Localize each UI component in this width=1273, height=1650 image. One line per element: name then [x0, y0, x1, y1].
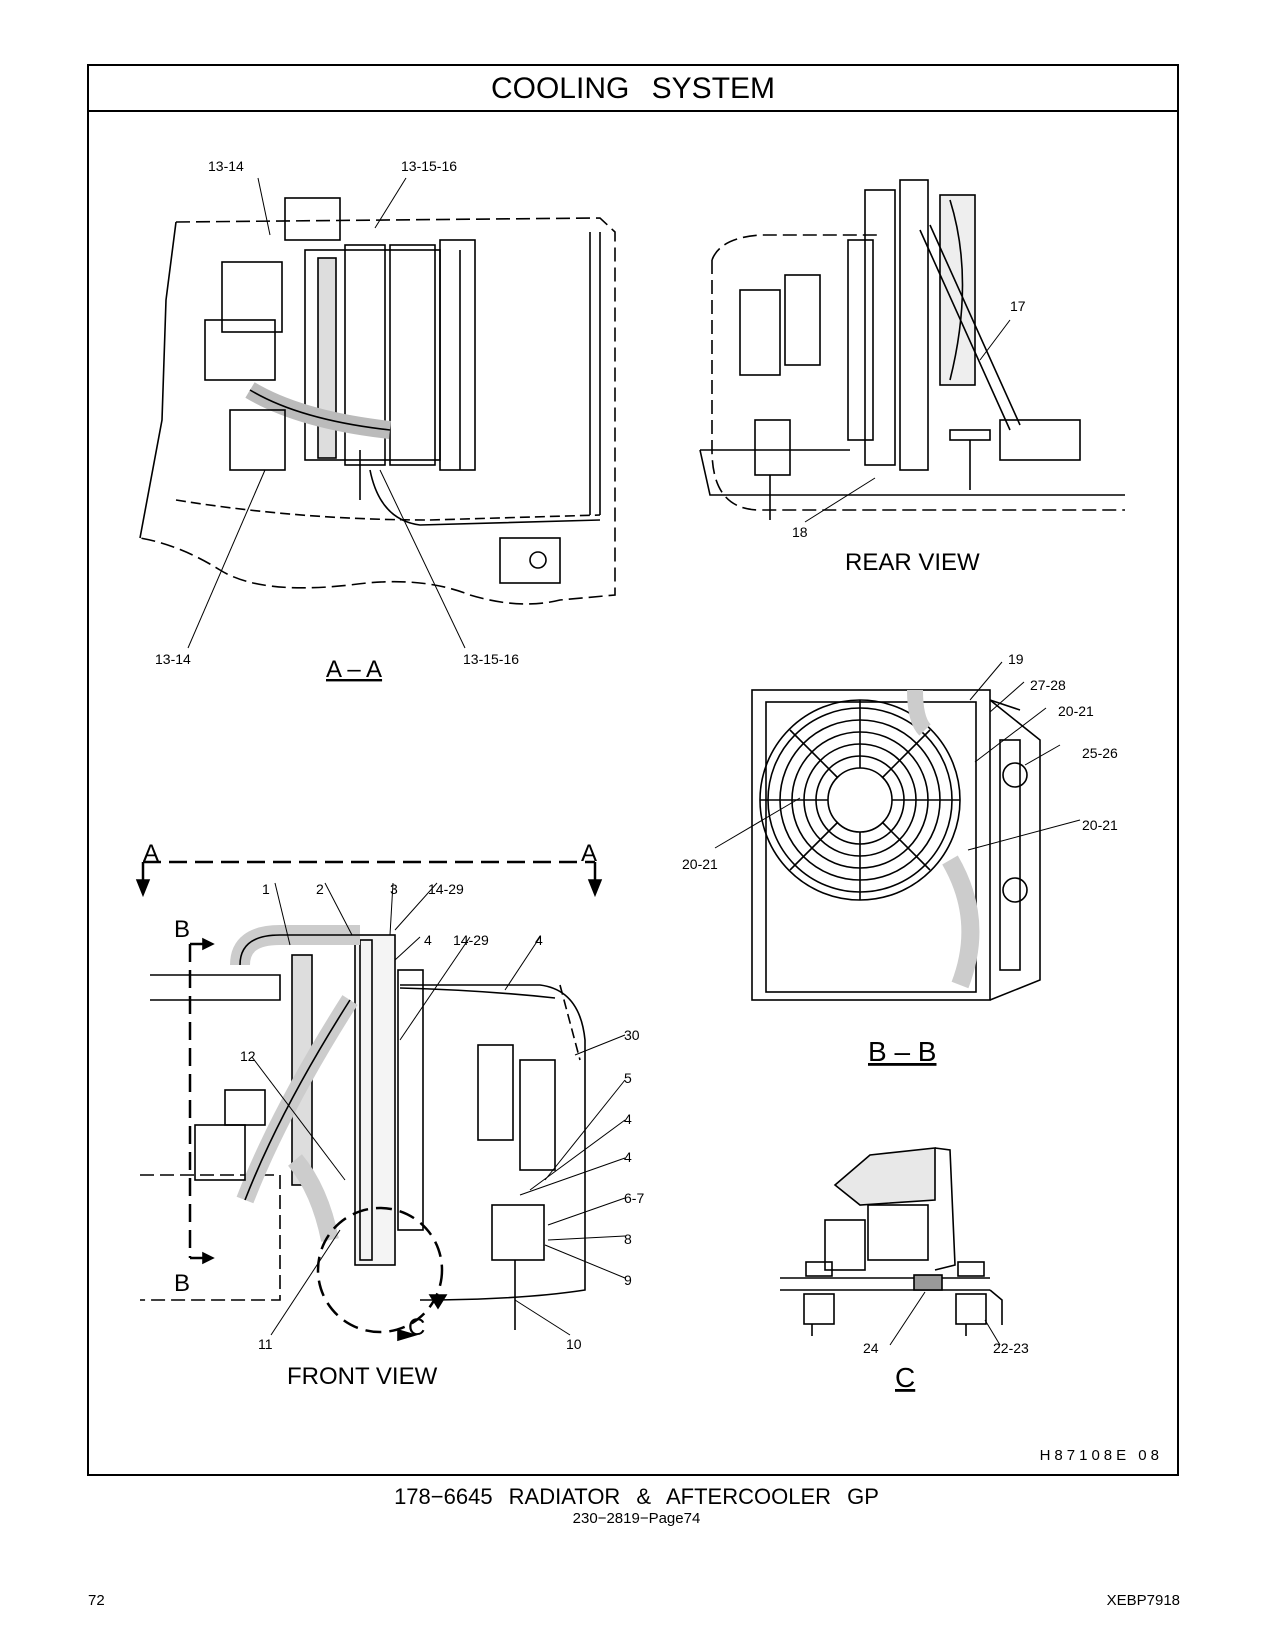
callout-22-23: 22-23: [993, 1340, 1029, 1356]
detail-marker-c: C: [408, 1314, 425, 1341]
callout-8: 8: [624, 1231, 632, 1247]
callout-1: 1: [262, 881, 270, 897]
callout-6-7: 6-7: [624, 1190, 644, 1206]
callout-14-29-lower: 14-29: [453, 932, 489, 948]
figure-subcaption: 230−2819−Page74: [572, 1510, 701, 1527]
section-marker-a-right: A: [581, 840, 597, 867]
callout-4-upper-right: 4: [535, 932, 543, 948]
rear-view-drawing: [699, 179, 1125, 523]
callout-4-middle: 4: [624, 1111, 632, 1127]
drawing-id: H87108E 08: [1039, 1447, 1163, 1464]
callout-13-15-16-bottom-right: 13-15-16: [463, 651, 519, 667]
callout-27-28: 27-28: [1030, 677, 1066, 693]
callout-18: 18: [792, 524, 808, 540]
section-bb-drawing: [714, 661, 1081, 1001]
diagram-frame: COOLING SYSTEM H87108E 08: [87, 64, 1179, 1476]
callout-14-29-upper: 14-29: [428, 881, 464, 897]
callout-24: 24: [863, 1340, 879, 1356]
callout-13-14-bottom-left: 13-14: [155, 651, 191, 667]
document-code: XEBP7918: [1106, 1592, 1180, 1609]
detail-c-drawing: [780, 1147, 1003, 1346]
callout-4-lower: 4: [624, 1149, 632, 1165]
section-aa-label: A – A: [326, 656, 382, 683]
callout-20-21-right: 20-21: [1082, 817, 1118, 833]
rear-view-label: REAR VIEW: [845, 549, 980, 576]
callout-12: 12: [240, 1048, 256, 1064]
callout-4-upper-left: 4: [424, 932, 432, 948]
callout-3: 3: [390, 881, 398, 897]
callout-20-21-left: 20-21: [682, 856, 718, 872]
callout-5: 5: [624, 1070, 632, 1086]
callout-17: 17: [1010, 298, 1026, 314]
front-view-label: FRONT VIEW: [287, 1363, 438, 1390]
section-bb-label: B – B: [868, 1036, 936, 1067]
callout-20-21-upper: 20-21: [1058, 703, 1094, 719]
section-marker-a-left: A: [143, 840, 159, 867]
section-marker-b-bottom: B: [174, 1270, 190, 1297]
section-aa-drawing: [139, 177, 616, 649]
detail-c-label: C: [895, 1362, 915, 1393]
callout-11: 11: [258, 1336, 273, 1352]
front-view-drawing: [135, 860, 626, 1342]
figure-caption: 178−6645 RADIATOR & AFTERCOOLER GP: [394, 1484, 879, 1509]
callout-30: 30: [624, 1027, 640, 1043]
callout-19: 19: [1008, 651, 1024, 667]
page-number: 72: [88, 1592, 105, 1609]
section-marker-b-top: B: [174, 916, 190, 943]
callout-10: 10: [566, 1336, 582, 1352]
diagram-title: COOLING SYSTEM: [89, 66, 1177, 112]
callout-2: 2: [316, 881, 324, 897]
callout-25-26: 25-26: [1082, 745, 1118, 761]
callout-13-14-top-left: 13-14: [208, 158, 244, 174]
callout-9: 9: [624, 1272, 632, 1288]
callout-13-15-16-top-right: 13-15-16: [401, 158, 457, 174]
